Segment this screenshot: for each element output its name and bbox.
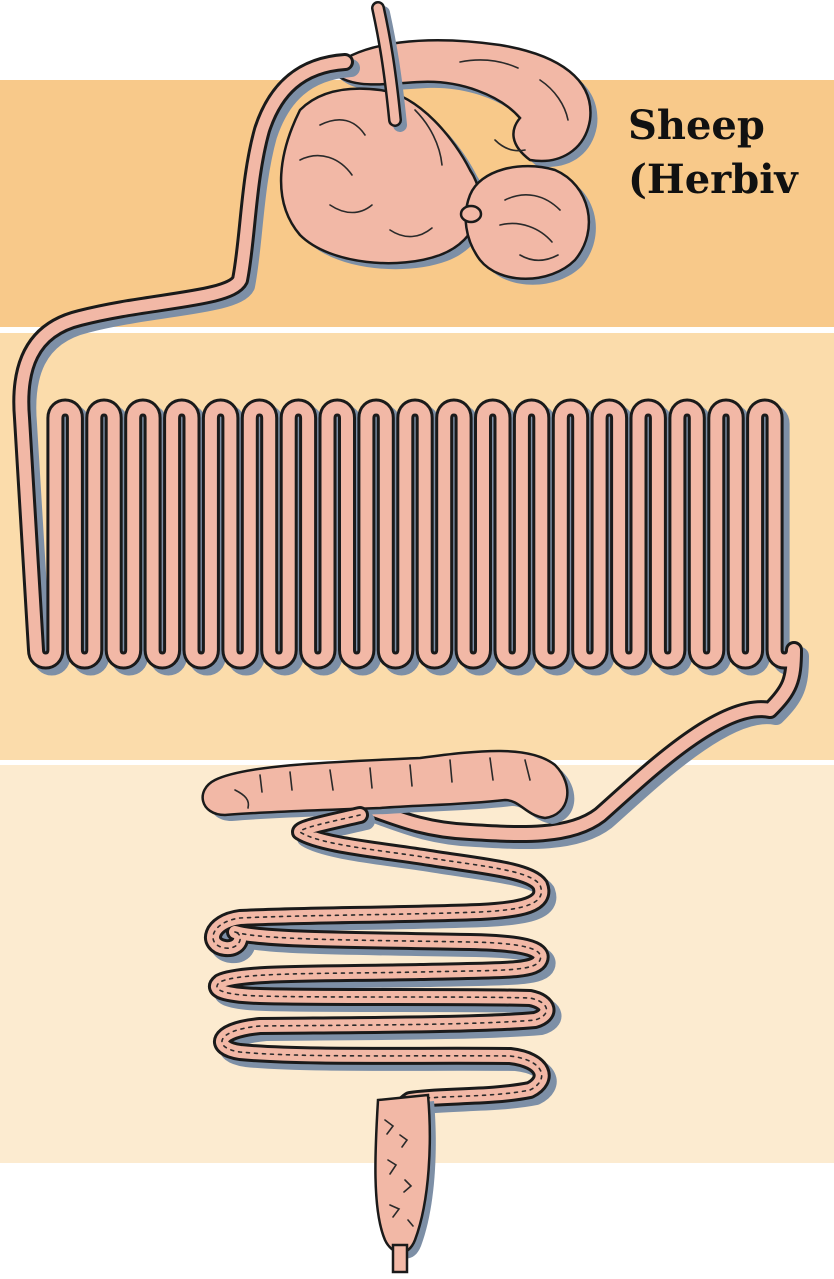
large-intestine <box>213 815 552 1136</box>
rectum <box>375 1095 435 1272</box>
sphincter-knot <box>461 206 481 222</box>
abomasum <box>466 166 589 279</box>
rumen <box>281 89 480 263</box>
caecum <box>203 751 575 824</box>
